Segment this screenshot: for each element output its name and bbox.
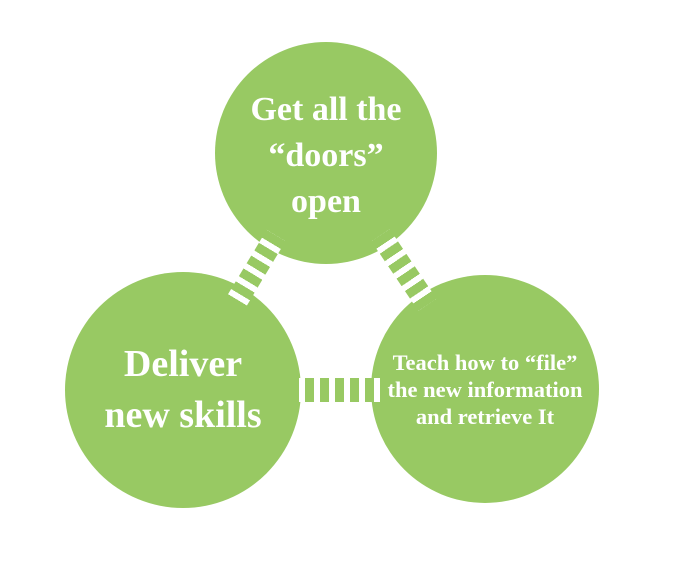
label-line: “doors”: [268, 136, 384, 174]
node-teach-how-to-file-label: Teach how to “file” the new information …: [388, 349, 583, 430]
label-line: Deliver: [123, 343, 243, 386]
node-teach-how-to-file: Teach how to “file” the new information …: [371, 275, 599, 503]
label-line: Teach how to “file”: [392, 349, 578, 375]
label-line: the new information: [387, 376, 583, 402]
connector-top-to-right: [371, 229, 437, 311]
node-get-doors-open-label: Get all the “doors” open: [250, 81, 401, 226]
label-line: Get all the: [250, 90, 402, 128]
node-deliver-new-skills: Deliver new skills: [65, 272, 301, 508]
label-line: open: [291, 183, 361, 221]
connector-left-to-right: [290, 378, 382, 402]
label-line: new skills: [104, 394, 262, 436]
label-line: and retrieve It: [415, 403, 555, 429]
node-deliver-new-skills-label: Deliver new skills: [104, 339, 261, 441]
node-get-doors-open: Get all the “doors” open: [215, 42, 437, 264]
